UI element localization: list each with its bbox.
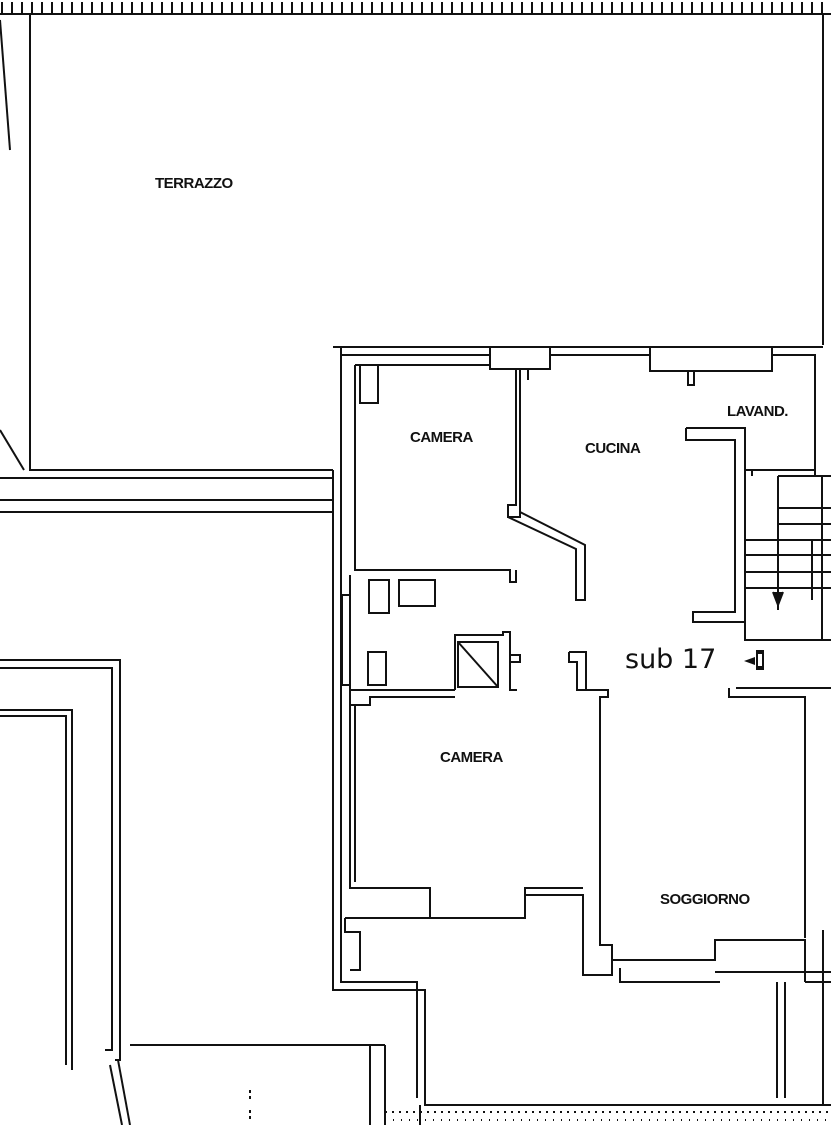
top-tick-marks (1, 2, 823, 14)
terrace-left-edge (29, 14, 333, 471)
room-label-cucina: CUCINA (585, 440, 641, 457)
unit-label: sub 17 (625, 644, 716, 675)
terrace-diagonal-top (0, 19, 11, 151)
room-label-camera-top: CAMERA (410, 429, 473, 446)
entrance-arrow-icon (744, 650, 764, 670)
room-label-soggiorno: SOGGIORNO (660, 891, 751, 908)
room-label-terrazzo: TERRAZZO (155, 175, 233, 192)
room-label-camera-bottom: CAMERA (440, 749, 503, 766)
room-label-lavanderia: LAVAND. (727, 403, 788, 420)
terrace-diagonal (0, 429, 25, 471)
